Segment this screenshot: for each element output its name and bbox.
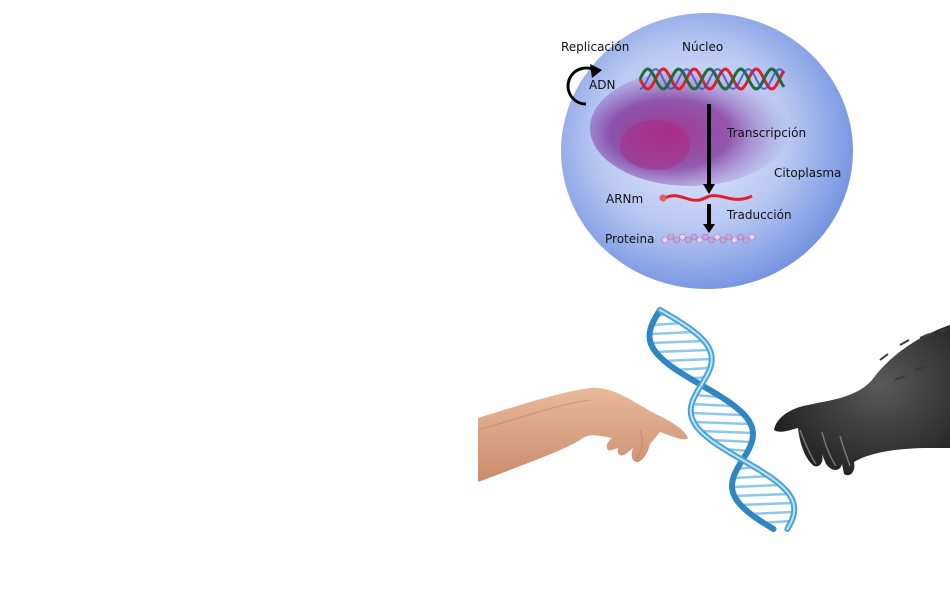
protein-bead: [748, 233, 756, 241]
mrna-label: ARNm: [606, 192, 644, 206]
protein-bead: [742, 236, 750, 244]
transcription-label: Transcripción: [727, 126, 807, 140]
protein-bead: [661, 236, 669, 244]
nucleolus: [620, 120, 690, 170]
dna-strand-icon: [638, 67, 786, 91]
nucleus-label: Núcleo: [682, 40, 724, 54]
protein-bead: [667, 233, 675, 241]
cytoplasm-label: Citoplasma: [774, 166, 842, 180]
dna-helix-icon: [646, 307, 798, 532]
protein-bead: [719, 236, 727, 244]
dna-label: ADN: [589, 78, 616, 92]
human-hand-icon: [477, 387, 688, 482]
translation-label: Traducción: [727, 208, 792, 222]
mrna-cap: [659, 194, 667, 202]
replication-arrow-icon: [566, 64, 602, 106]
protein-bead: [690, 233, 698, 241]
protein-label: Proteina: [605, 232, 655, 246]
protein-bead: [708, 236, 715, 244]
translation-arrow-head: [703, 224, 715, 233]
replication-label: Replicación: [561, 40, 630, 54]
protein-bead: [737, 233, 744, 241]
ape-hand-icon: [774, 325, 950, 476]
protein-bead: [696, 236, 704, 244]
protein-bead: [731, 236, 738, 244]
mrna-strand: [664, 194, 753, 202]
nucleus: [590, 70, 790, 186]
protein-bead: [725, 233, 733, 241]
protein-chain: [661, 233, 756, 244]
protein-bead: [702, 233, 709, 241]
protein-bead: [673, 236, 680, 244]
protein-bead: [713, 233, 721, 241]
protein-bead: [684, 236, 692, 244]
protein-bead: [679, 233, 686, 241]
transcription-arrow-head: [703, 184, 715, 194]
